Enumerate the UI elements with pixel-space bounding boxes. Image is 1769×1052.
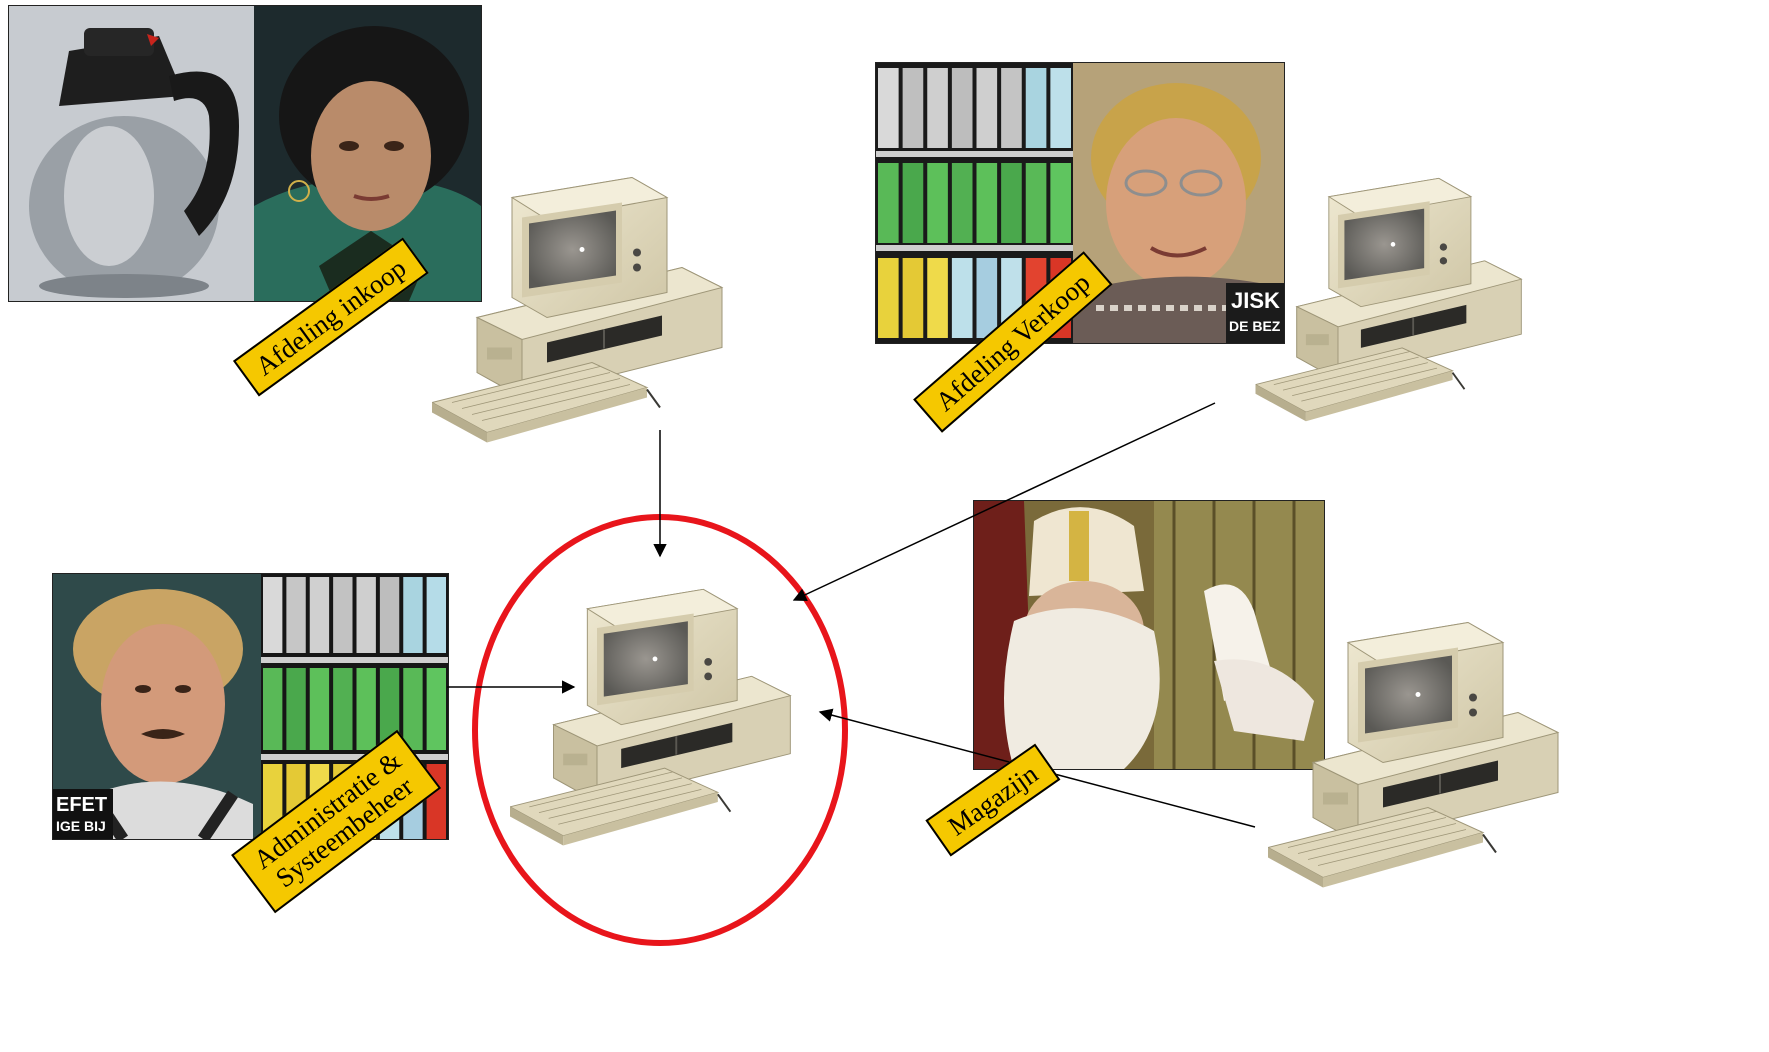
binder-spine bbox=[951, 68, 973, 148]
binder-spine bbox=[976, 68, 998, 148]
binder-spine bbox=[878, 163, 899, 243]
binder-spine bbox=[1025, 163, 1047, 243]
binder-spine bbox=[902, 68, 924, 148]
binder-spine bbox=[403, 577, 423, 653]
computer-icon bbox=[1268, 600, 1568, 905]
computer-magazijn bbox=[1268, 600, 1568, 905]
computer-icon bbox=[432, 155, 732, 460]
binder-spine bbox=[356, 577, 376, 653]
binders-photo bbox=[876, 151, 1073, 251]
binder-spine bbox=[426, 668, 446, 750]
binder-spine bbox=[951, 258, 973, 338]
binder-spine bbox=[1001, 68, 1022, 148]
computer-icon bbox=[1243, 160, 1543, 435]
administratie-caption-1: EFET bbox=[56, 794, 107, 816]
binder-spine bbox=[333, 577, 353, 653]
binder-spine bbox=[333, 668, 353, 750]
binder-spine bbox=[1025, 68, 1047, 148]
binder-spine bbox=[1001, 163, 1022, 243]
binder-spine bbox=[379, 668, 400, 750]
administratie-caption-2: IGE BIJ bbox=[56, 818, 106, 834]
binder-spine bbox=[927, 163, 948, 243]
binder-spine bbox=[927, 258, 948, 338]
verkoop-caption-1: JISK bbox=[1231, 288, 1280, 313]
binder-spine bbox=[263, 668, 283, 750]
computer-server bbox=[505, 570, 805, 860]
binder-spine bbox=[379, 577, 400, 653]
binder-spine bbox=[976, 163, 998, 243]
binder-spine bbox=[286, 577, 306, 653]
binder-spine bbox=[878, 68, 899, 148]
computer-icon bbox=[505, 570, 805, 860]
binder-spine bbox=[902, 163, 924, 243]
binder-spine bbox=[356, 668, 376, 750]
computer-inkoop bbox=[432, 155, 732, 460]
binder-spine bbox=[1050, 68, 1071, 148]
binder-spine bbox=[286, 668, 306, 750]
binder-spine bbox=[403, 668, 423, 750]
binder-spine bbox=[426, 577, 446, 653]
binder-spine bbox=[1050, 163, 1071, 243]
binder-spine bbox=[263, 577, 283, 653]
binder-spine bbox=[976, 258, 998, 338]
photo-inkoop bbox=[8, 5, 482, 302]
binder-spine bbox=[878, 258, 899, 338]
computer-verkoop bbox=[1243, 160, 1543, 435]
binder-spine bbox=[927, 68, 948, 148]
thermos-photo bbox=[29, 28, 239, 298]
binder-spine bbox=[309, 668, 330, 750]
binder-spine bbox=[951, 163, 973, 243]
binder-spine bbox=[902, 258, 924, 338]
binder-spine bbox=[309, 577, 330, 653]
verkoop-caption-2: DE BEZ bbox=[1229, 318, 1281, 334]
